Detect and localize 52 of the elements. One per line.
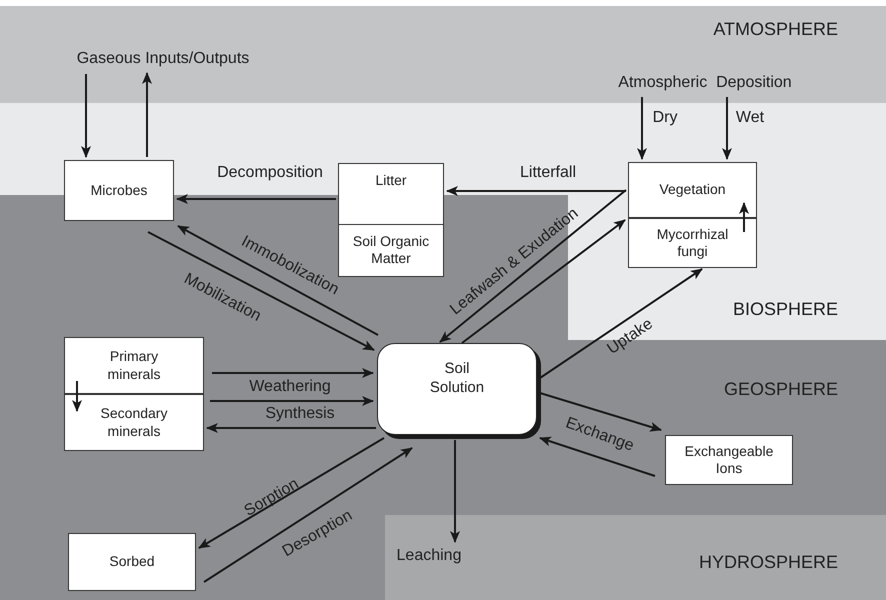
arrow bbox=[637, 97, 647, 160]
pool-label: Primary minerals bbox=[106, 348, 162, 383]
arrow bbox=[540, 392, 662, 432]
pool-label: Exchangeable Ions bbox=[684, 442, 774, 478]
edge-label: Litterfall bbox=[520, 163, 576, 183]
arrow bbox=[450, 440, 460, 543]
sphere-label: GEOSPHERE bbox=[724, 379, 838, 399]
sphere-label: HYDROSPHERE bbox=[698, 552, 838, 572]
arrow bbox=[539, 436, 656, 477]
pool-label: Sorbed bbox=[109, 553, 155, 571]
pool-label: Soil Solution bbox=[428, 360, 486, 398]
pool-box bbox=[64, 394, 204, 451]
pool-label: Vegetation bbox=[659, 181, 726, 199]
arrow bbox=[206, 423, 376, 433]
edge-label: Dry bbox=[652, 108, 678, 128]
pool-box bbox=[338, 163, 444, 277]
pool-label: Mycorrhizal fungi bbox=[656, 226, 730, 260]
arrow bbox=[72, 381, 82, 412]
sphere-label: ATMOSPHERE bbox=[713, 19, 838, 39]
pool-label: Secondary minerals bbox=[100, 405, 168, 440]
arrow bbox=[446, 186, 626, 196]
flow-label: Gaseous Inputs/Outputs bbox=[76, 49, 250, 69]
sphere-label: BIOSPHERE bbox=[732, 299, 838, 319]
flow-label: Leaching bbox=[396, 546, 462, 566]
arrow bbox=[142, 72, 152, 157]
arrow bbox=[81, 74, 91, 158]
arrow bbox=[722, 97, 732, 160]
pool-box bbox=[64, 337, 204, 394]
pool-label: Soil Organic Matter bbox=[352, 232, 430, 268]
arrow bbox=[461, 219, 626, 344]
pool-box bbox=[68, 533, 196, 591]
pool-box bbox=[628, 162, 757, 218]
arrow bbox=[439, 189, 627, 343]
arrow bbox=[739, 202, 749, 232]
edge-label: Weathering bbox=[249, 377, 331, 397]
pool-box bbox=[628, 218, 757, 268]
edge-label: Synthesis bbox=[265, 404, 335, 424]
arrow bbox=[212, 368, 374, 378]
arrow bbox=[148, 231, 375, 351]
arrow bbox=[203, 447, 413, 583]
arrow bbox=[198, 437, 385, 549]
edge-label: Decomposition bbox=[217, 163, 323, 183]
arrow bbox=[177, 225, 378, 336]
arrow bbox=[210, 396, 374, 406]
edge-label: Wet bbox=[736, 108, 764, 128]
pool-label: Microbes bbox=[90, 182, 148, 200]
pool-label: Litter bbox=[375, 172, 407, 190]
pool-box bbox=[64, 160, 174, 221]
arrow bbox=[176, 194, 336, 204]
arrow bbox=[539, 268, 703, 379]
flow-label: Atmospheric Deposition bbox=[618, 73, 792, 93]
pool-box bbox=[665, 435, 793, 485]
